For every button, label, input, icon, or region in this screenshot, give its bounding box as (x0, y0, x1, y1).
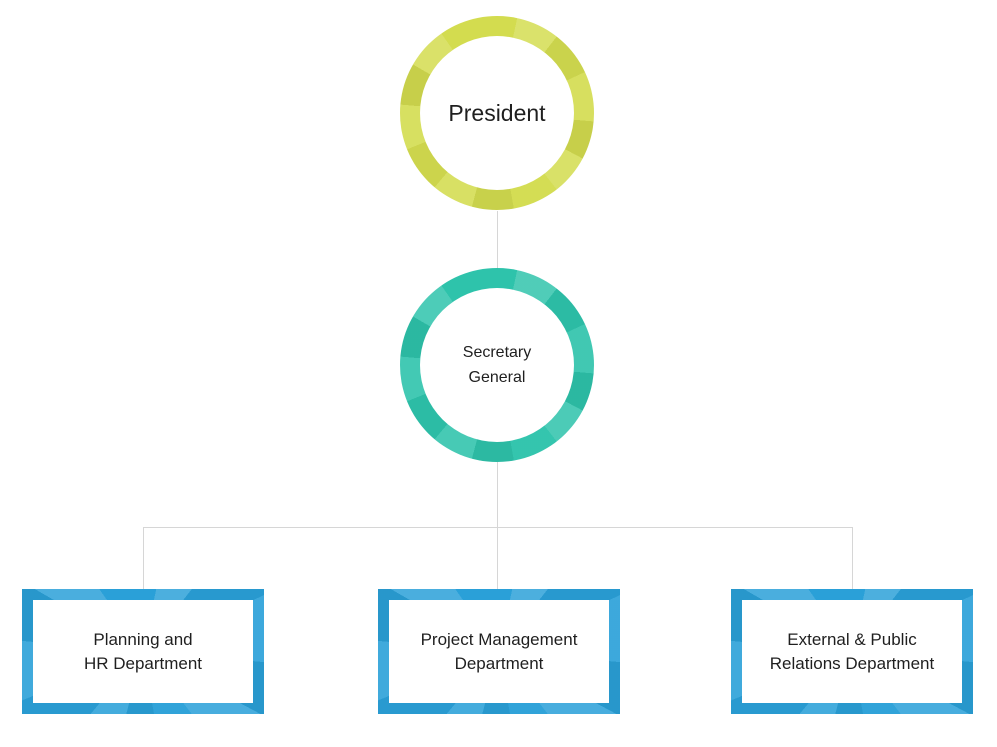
secretary-general-label-line1: Secretary (462, 344, 532, 361)
org-node-secretary-general-inner: Secretary General (420, 288, 574, 442)
connector-secretary-branch (497, 462, 498, 528)
org-node-project-management-department: Project Management Department (378, 589, 620, 714)
connector-president-secretary (497, 211, 498, 269)
org-node-external-public-relations-department: External & Public Relations Department (731, 589, 973, 714)
org-node-planning-hr-department: Planning and HR Department (22, 589, 264, 714)
external-public-relations-department-label: External & Public Relations Department (770, 628, 934, 676)
org-node-external-public-relations-department-inner: External & Public Relations Department (742, 600, 962, 703)
secretary-general-label-line2: General (468, 369, 526, 386)
org-node-president: President (400, 16, 594, 210)
project-management-department-label-line1: Project Management (420, 629, 578, 649)
connector-drop-project-management (497, 527, 498, 590)
connector-drop-external-relations (852, 527, 853, 590)
secretary-general-label: Secretary General (463, 340, 531, 390)
org-node-president-inner: President (420, 36, 574, 190)
org-node-project-management-department-inner: Project Management Department (389, 600, 609, 703)
president-label: President (448, 100, 546, 126)
connector-drop-planning-hr (143, 527, 144, 590)
org-node-secretary-general: Secretary General (400, 268, 594, 462)
external-public-relations-department-label-line1: External & Public (787, 629, 917, 649)
org-node-planning-hr-department-inner: Planning and HR Department (33, 600, 253, 703)
planning-hr-department-label-line1: Planning and (93, 629, 193, 649)
project-management-department-label-line2: Department (454, 653, 544, 673)
external-public-relations-department-label-line2: Relations Department (769, 653, 935, 673)
project-management-department-label: Project Management Department (421, 628, 578, 676)
planning-hr-department-label: Planning and HR Department (84, 628, 202, 676)
connector-branch-horizontal (143, 527, 853, 528)
planning-hr-department-label-line2: HR Department (83, 653, 203, 673)
